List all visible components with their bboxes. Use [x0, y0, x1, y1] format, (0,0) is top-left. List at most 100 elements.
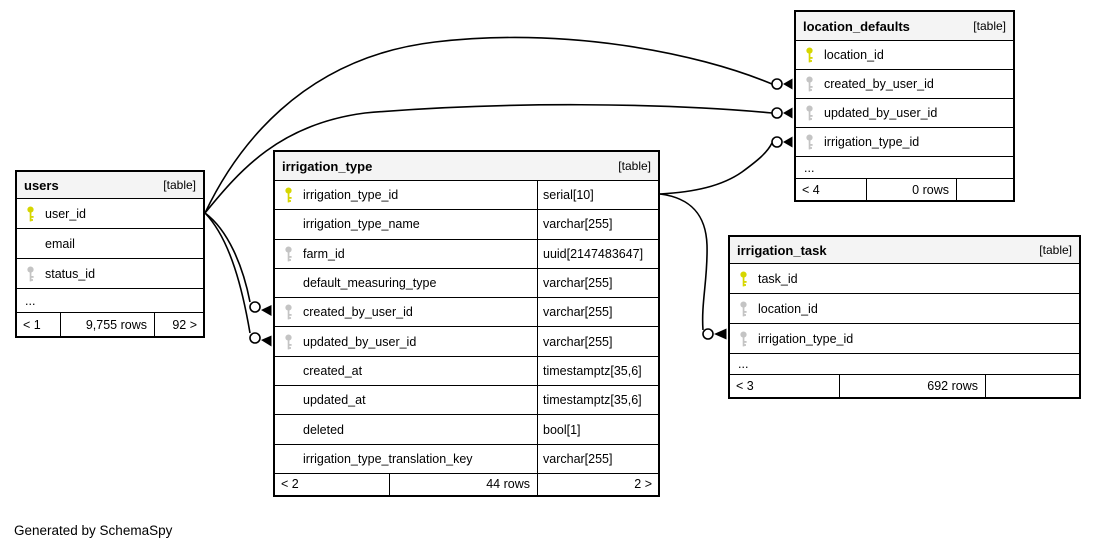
cardinality-circle	[249, 301, 261, 313]
ellipsis-label: ...	[804, 160, 815, 175]
table-users-header[interactable]: users [table]	[17, 172, 203, 198]
column-type: serial[10]	[537, 181, 658, 210]
column-name: user_id	[45, 206, 86, 221]
table-name[interactable]: irrigation_type	[282, 158, 373, 174]
referenced-by-count: < 2	[281, 477, 299, 492]
column-type: varchar[255]	[537, 327, 658, 356]
row-default_measuring_type[interactable]: default_measuring_type varchar[255]	[275, 267, 658, 298]
column-name: email	[45, 236, 75, 251]
table-type-tag: [table]	[618, 159, 651, 173]
primary-key-icon	[740, 271, 747, 286]
foreign-key-icon	[806, 105, 813, 121]
column-type: varchar[255]	[537, 268, 658, 298]
table-irrigation_type-footer: < 2 44 rows 2 >	[275, 472, 658, 495]
column-name: irrigation_type_id	[824, 135, 920, 149]
row-created_by_user_id[interactable]: created_by_user_id	[796, 69, 1013, 98]
primary-key-icon	[806, 47, 813, 63]
row-status_id[interactable]: status_id	[17, 258, 203, 288]
edge-arrowhead	[261, 305, 272, 316]
edge-arrowhead	[783, 107, 793, 119]
column-type: timestamptz[35,6]	[537, 386, 658, 415]
table-location_defaults[interactable]: location_defaults [table] location_id cr…	[794, 10, 1015, 202]
edge-line	[659, 193, 708, 331]
edge-arrowhead	[714, 328, 727, 340]
primary-key-icon	[285, 187, 292, 203]
primary-key-icon	[27, 206, 34, 221]
column-type: bool[1]	[537, 415, 658, 444]
row-user_id[interactable]: user_id	[17, 198, 203, 228]
edge-irrigation_type-location_defaults-irrigation_type_id	[659, 136, 793, 195]
row-irrigation_type_translation_key[interactable]: irrigation_type_translation_key varchar[…	[275, 443, 658, 473]
foreign-key-icon	[285, 304, 292, 320]
foreign-key-icon	[806, 76, 813, 92]
table-location_defaults-header[interactable]: location_defaults [table]	[796, 12, 1013, 40]
foreign-key-icon	[27, 266, 34, 281]
row-ellipsis: ...	[730, 353, 1079, 374]
cardinality-circle	[771, 78, 783, 90]
row-ellipsis: ...	[17, 288, 203, 312]
row-location_id[interactable]: location_id	[730, 293, 1079, 323]
column-name: irrigation_type_id	[303, 188, 399, 203]
foreign-key-icon	[740, 331, 747, 346]
cardinality-circle	[771, 107, 783, 119]
row-location_id[interactable]: location_id	[796, 40, 1013, 69]
row-task_id[interactable]: task_id	[730, 263, 1079, 293]
foreign-key-icon	[740, 301, 747, 316]
row-count: 0 rows	[866, 179, 956, 200]
row-created_by_user_id[interactable]: created_by_user_id varchar[255]	[275, 297, 658, 327]
edge-arrowhead	[261, 335, 272, 347]
table-users[interactable]: users [table] user_id email status_id ..…	[15, 170, 205, 338]
edge-arrowhead	[783, 78, 793, 90]
row-irrigation_type_id[interactable]: irrigation_type_id	[730, 323, 1079, 353]
row-irrigation_type_id[interactable]: irrigation_type_id	[796, 127, 1013, 156]
column-name: created_by_user_id	[824, 77, 934, 91]
table-location_defaults-footer: < 4 0 rows	[796, 178, 1013, 200]
edge-arrowhead	[783, 136, 793, 148]
column-name: default_measuring_type	[303, 276, 437, 291]
column-type: varchar[255]	[537, 298, 658, 327]
referenced-by-count: < 4	[802, 182, 820, 197]
row-updated_at[interactable]: updated_at timestamptz[35,6]	[275, 385, 658, 415]
table-type-tag: [table]	[163, 178, 196, 192]
table-irrigation_task[interactable]: irrigation_task [table] task_id location…	[728, 235, 1081, 399]
row-created_at[interactable]: created_at timestamptz[35,6]	[275, 355, 658, 386]
row-irrigation_type_id[interactable]: irrigation_type_id serial[10]	[275, 180, 658, 210]
row-email[interactable]: email	[17, 228, 203, 258]
cardinality-circle	[702, 328, 714, 340]
row-deleted[interactable]: deleted bool[1]	[275, 414, 658, 444]
references-count: 92 >	[154, 313, 203, 336]
column-name: updated_at	[303, 393, 366, 408]
column-name: irrigation_type_id	[758, 331, 854, 346]
references-count: 2 >	[537, 473, 658, 495]
references-count	[985, 375, 1079, 397]
referenced-by-count: < 1	[23, 317, 41, 332]
column-type: timestamptz[35,6]	[537, 356, 658, 386]
table-irrigation_type-header[interactable]: irrigation_type [table]	[275, 152, 658, 180]
table-type-tag: [table]	[1039, 243, 1072, 257]
row-updated_by_user_id[interactable]: updated_by_user_id	[796, 98, 1013, 127]
column-name: created_at	[303, 363, 363, 378]
table-irrigation_type[interactable]: irrigation_type [table] irrigation_type_…	[273, 150, 660, 497]
row-updated_by_user_id[interactable]: updated_by_user_id varchar[255]	[275, 326, 658, 356]
column-name: location_id	[758, 301, 818, 316]
table-irrigation_task-header[interactable]: irrigation_task [table]	[730, 237, 1079, 263]
edge-line	[659, 142, 773, 195]
edge-users-irrigation_type-created_by_user_id	[204, 212, 272, 316]
ellipsis-label: ...	[25, 293, 36, 308]
table-name[interactable]: location_defaults	[803, 18, 910, 34]
row-farm_id[interactable]: farm_id uuid[2147483647]	[275, 238, 658, 268]
table-name[interactable]: users	[24, 177, 59, 193]
ellipsis-label: ...	[738, 357, 749, 371]
column-name: task_id	[758, 271, 798, 286]
column-name: farm_id	[303, 246, 345, 261]
column-type: varchar[255]	[537, 444, 658, 473]
row-irrigation_type_name[interactable]: irrigation_type_name varchar[255]	[275, 209, 658, 239]
cardinality-circle	[771, 136, 783, 148]
column-name: irrigation_type_translation_key	[303, 451, 473, 466]
foreign-key-icon	[285, 334, 292, 350]
column-name: irrigation_type_name	[303, 217, 420, 232]
table-name[interactable]: irrigation_task	[737, 242, 827, 258]
references-count	[956, 179, 1013, 200]
column-name: location_id	[824, 48, 884, 62]
